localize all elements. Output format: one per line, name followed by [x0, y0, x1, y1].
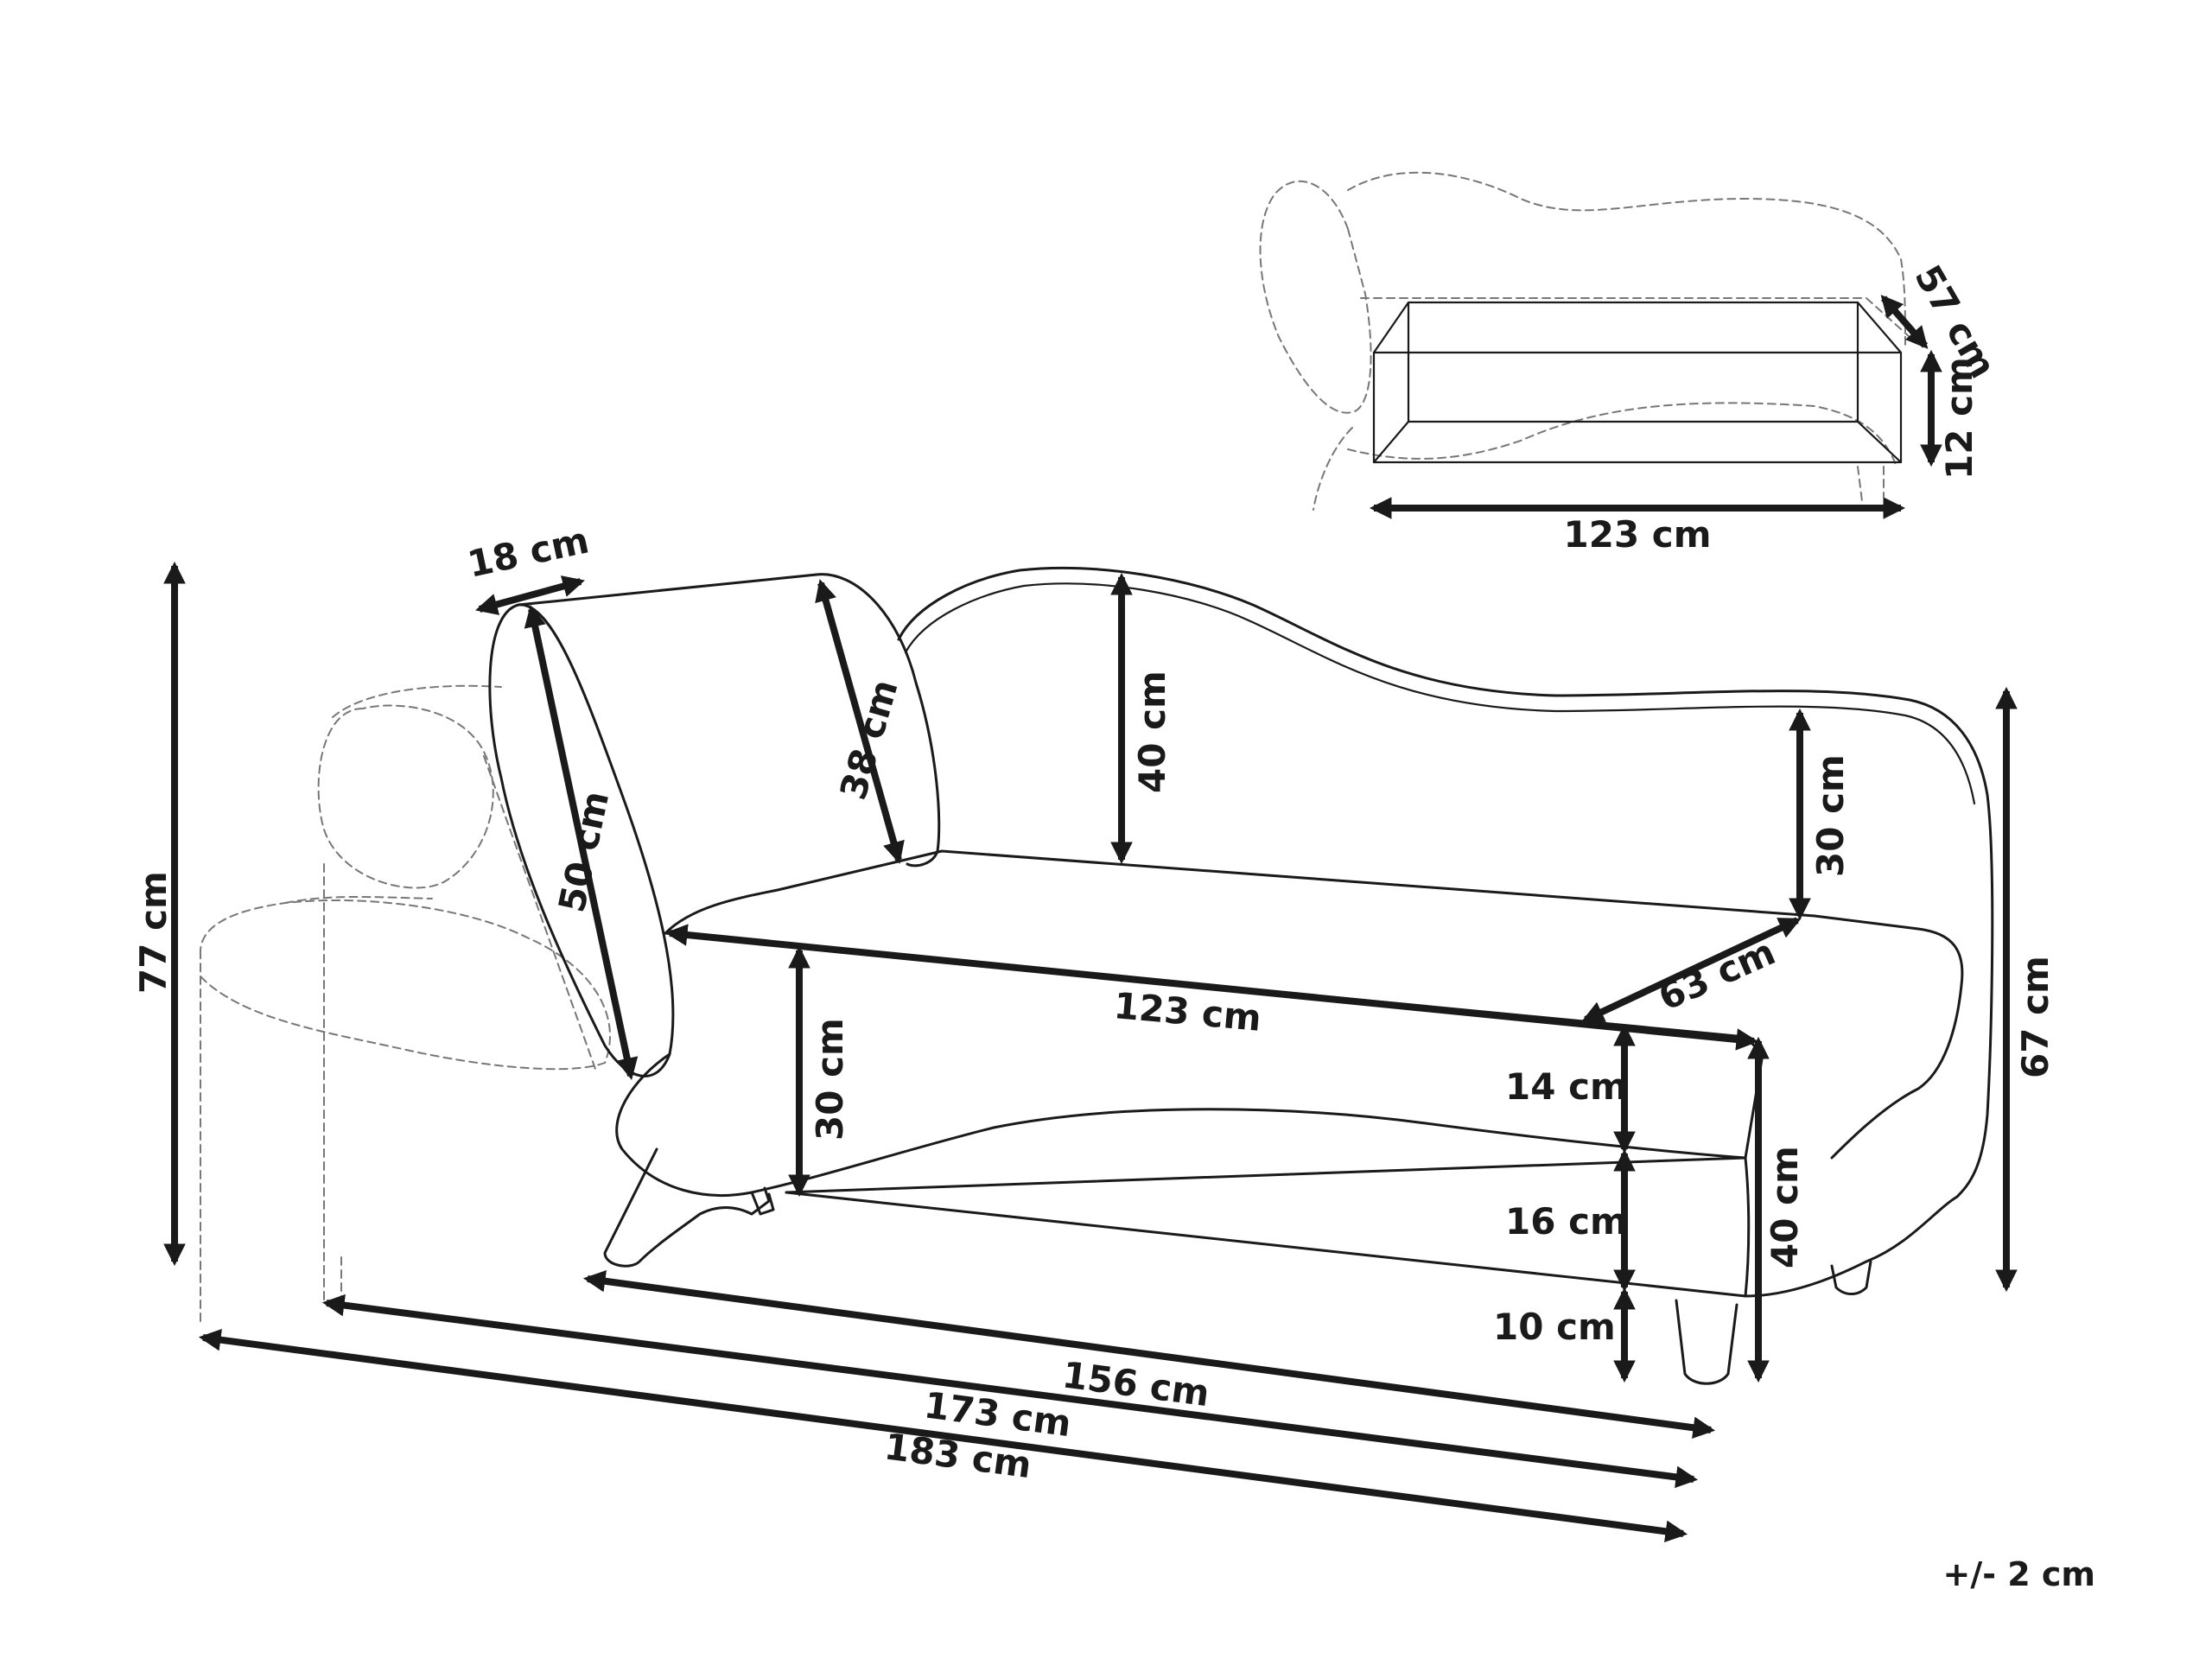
pillow-length-arrow [524, 604, 639, 1081]
ghost-pillow [317, 704, 494, 889]
sofa-base-front [785, 1156, 1747, 1194]
storage-ghost-arm [1259, 180, 1372, 414]
front-right-leg [1675, 1299, 1738, 1385]
ghost-back-line [284, 895, 433, 904]
front-left-leg [603, 1147, 771, 1268]
pillow-length-label: 50 cm [550, 787, 617, 916]
back-left-leg [750, 1191, 775, 1216]
storage-depth-arrow [1880, 295, 1929, 349]
storage-height-label: 12 cm [1938, 357, 1980, 480]
leg-height-label: 10 cm [1493, 1306, 1616, 1348]
front-height-label: 30 cm [809, 1018, 851, 1141]
pillow-diameter-label: 38 cm [832, 675, 906, 804]
storage-ghost-seat [1360, 297, 1910, 338]
cushion-thickness-label: 14 cm [1505, 1065, 1628, 1108]
total-height-label: 77 cm [132, 871, 175, 994]
pillow-depth-arrow [475, 575, 585, 615]
seat-length-arrow [664, 924, 1759, 1051]
storage-diagram: 57 cm 12 cm 123 cm [1259, 171, 2005, 556]
storage-ghost-leg [1857, 466, 1885, 502]
storage-ghost-back [1347, 171, 1906, 346]
storage-ghost-base [1313, 402, 1897, 511]
pillow-diameter-arrow [815, 579, 905, 864]
length-183-arrow [198, 1329, 1688, 1542]
sofa-back-outline [897, 566, 1994, 1198]
storage-length-label: 123 cm [1564, 513, 1712, 556]
tolerance-note: +/- 2 cm [1942, 1555, 2095, 1593]
seat-height-label: 40 cm [1764, 1146, 1806, 1268]
storage-box-top [1372, 301, 1903, 354]
sofa-back-inner [904, 582, 1976, 805]
ghost-arm-top [332, 684, 502, 718]
back-total-height-label: 67 cm [2014, 956, 2056, 1078]
back-right-leg [1830, 1260, 1872, 1295]
arm-height-label: 40 cm [1131, 671, 1173, 793]
base-height-label: 16 cm [1505, 1200, 1628, 1243]
seat-depth-label: 63 cm [1652, 931, 1781, 1019]
seat-depth-arrow [1581, 917, 1802, 1023]
sofa-base-right [1744, 1156, 1751, 1298]
storage-box-inner [1372, 301, 1903, 464]
sofa-drawing: 18 cm 50 cm 38 cm 40 cm 30 cm 123 cm 63 … [132, 518, 2095, 1593]
sofa-arm-curve [615, 1052, 1747, 1197]
back-height-label: 30 cm [1809, 754, 1852, 877]
sofa-base-bottom [785, 1191, 1959, 1298]
pillow-depth-label: 18 cm [464, 518, 593, 585]
sofa-seat-top [664, 849, 1964, 1160]
